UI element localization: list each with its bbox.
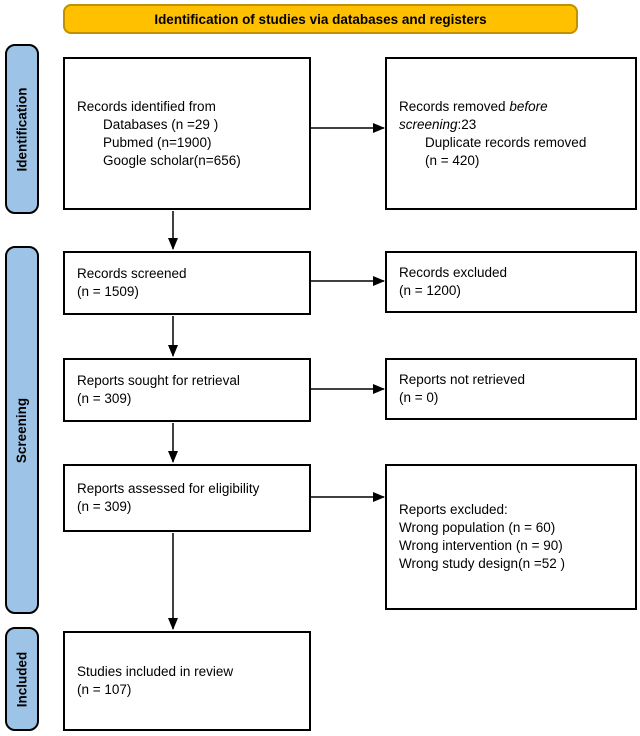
box-line: Records excluded xyxy=(399,265,508,280)
box-line: Records identified from xyxy=(77,98,216,114)
box-line: (n = 1509) xyxy=(77,284,139,299)
box-line: screening:23 xyxy=(399,116,477,132)
box-line: Duplicate records removed xyxy=(425,134,587,150)
box-line: Wrong study design(n =52 ) xyxy=(399,556,565,571)
box-line: Records screened xyxy=(77,266,187,281)
box-line: Reports sought for retrieval xyxy=(77,373,240,388)
box-line: (n = 107) xyxy=(77,682,132,697)
box-records-identified: Records identified from Databases (n =29… xyxy=(63,57,311,210)
stage-label-text: Identification xyxy=(14,87,30,171)
box-line: Wrong intervention (n = 90) xyxy=(399,538,563,553)
box-line: Pubmed (n=1900) xyxy=(103,134,212,150)
banner-title: Identification of studies via databases … xyxy=(63,4,578,34)
box-line: (n = 1200) xyxy=(399,283,461,298)
box-line: Wrong population (n = 60) xyxy=(399,520,556,535)
box-records-screened: Records screened (n = 1509) xyxy=(63,251,311,315)
box-line: (n = 309) xyxy=(77,499,132,514)
box-records-excluded: Records excluded (n = 1200) xyxy=(385,251,637,313)
stage-label-included: Included xyxy=(5,627,39,731)
box-line: Reports excluded: xyxy=(399,502,508,517)
box-reports-excluded: Reports excluded: Wrong population (n = … xyxy=(385,464,637,610)
box-line: (n = 309) xyxy=(77,391,132,406)
box-line: Reports assessed for eligibility xyxy=(77,481,260,496)
box-line: Databases (n =29 ) xyxy=(103,116,219,132)
box-line: (n = 420) xyxy=(425,152,480,168)
box-line: (n = 0) xyxy=(399,390,439,405)
box-reports-not-retrieved: Reports not retrieved (n = 0) xyxy=(385,358,637,420)
box-reports-assessed: Reports assessed for eligibility (n = 30… xyxy=(63,464,311,532)
stage-label-text: Included xyxy=(14,651,30,707)
box-records-removed: Records removed before screening:23 Dupl… xyxy=(385,57,637,210)
box-line: Google scholar(n=656) xyxy=(103,152,241,168)
stage-label-identification: Identification xyxy=(5,44,39,214)
box-reports-sought: Reports sought for retrieval (n = 309) xyxy=(63,358,311,422)
box-studies-included: Studies included in review (n = 107) xyxy=(63,631,311,731)
box-line: Studies included in review xyxy=(77,664,234,679)
stage-label-screening: Screening xyxy=(5,246,39,614)
stage-label-text: Screening xyxy=(14,397,30,463)
box-line: Reports not retrieved xyxy=(399,372,526,387)
box-line: Records removed before xyxy=(399,98,548,114)
